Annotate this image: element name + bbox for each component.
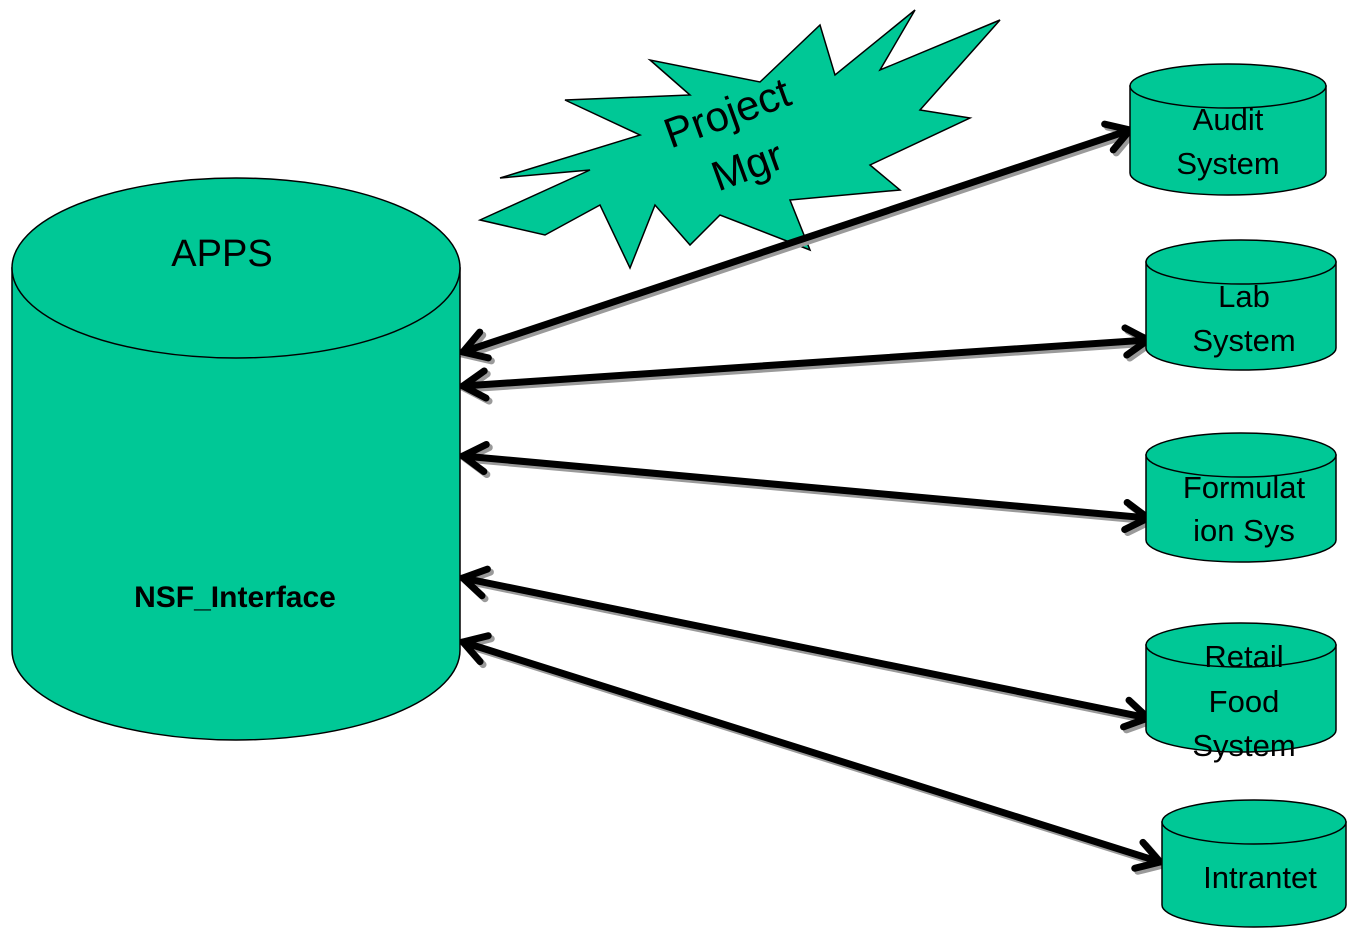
arrow-shaft xyxy=(459,336,1152,390)
audit-cylinder-body xyxy=(1129,85,1327,196)
arrow-shaft xyxy=(459,638,1164,866)
audit-label-line2: System xyxy=(1176,146,1279,181)
lab-cylinder-body xyxy=(1145,261,1337,371)
formulation-label-line2: ion Sys xyxy=(1193,513,1295,548)
formulation-cylinder-top xyxy=(1145,432,1337,478)
lab-cylinder-top xyxy=(1145,239,1337,285)
burst-shape xyxy=(477,9,1001,270)
arrowhead xyxy=(456,565,491,600)
retail-label-line2: Food xyxy=(1209,684,1280,719)
arrowhead xyxy=(456,440,490,476)
formulation-cylinder-body xyxy=(1145,454,1337,563)
arrow-shaft xyxy=(459,126,1134,356)
intranet-cylinder-body xyxy=(1161,821,1347,928)
arrow-apps-intranet xyxy=(456,632,1170,875)
audit-cylinder-top xyxy=(1129,63,1327,109)
intranet-label: Intrantet xyxy=(1203,860,1317,895)
intranet-cylinder-top xyxy=(1161,799,1347,845)
lab-label-line2: System xyxy=(1192,323,1295,358)
arrowhead xyxy=(1131,838,1167,872)
intranet-cylinder: Intrantet xyxy=(1161,799,1347,928)
arrow-apps-lab xyxy=(456,324,1158,405)
apps-cylinder-top xyxy=(11,177,461,359)
retail-food-system-cylinder: Retail Food System xyxy=(1145,622,1337,763)
lab-system-cylinder: Lab System xyxy=(1145,239,1337,371)
retail-cylinder-body xyxy=(1145,644,1337,753)
arrowhead xyxy=(456,328,492,362)
connection-arrows xyxy=(456,120,1170,875)
apps-subtitle: NSF_Interface xyxy=(134,581,336,614)
arrow-apps-formulation xyxy=(456,440,1158,537)
apps-cylinder: APPS NSF_Interface xyxy=(11,177,461,741)
retail-label-line3: System xyxy=(1192,728,1295,763)
project-mgr-burst: Project Mgr xyxy=(477,9,1001,270)
audit-system-cylinder: Audit System xyxy=(1129,63,1327,196)
retail-cylinder-top xyxy=(1145,622,1337,668)
formulation-label-line1: Formulat xyxy=(1183,470,1306,505)
apps-cylinder-body xyxy=(11,267,461,741)
arrow-shaft xyxy=(459,574,1152,722)
arrow-shaft-shadow xyxy=(462,129,1137,359)
retail-label-line1: Retail xyxy=(1204,639,1283,674)
formulation-system-cylinder: Formulat ion Sys xyxy=(1145,432,1337,563)
arrowhead xyxy=(456,632,492,666)
arrow-shaft xyxy=(459,452,1152,522)
audit-label-line1: Audit xyxy=(1193,102,1264,137)
arrowhead xyxy=(456,367,490,402)
lab-label-line1: Lab xyxy=(1218,279,1270,314)
apps-title: APPS xyxy=(171,233,272,275)
arrow-apps-retail xyxy=(456,565,1158,734)
